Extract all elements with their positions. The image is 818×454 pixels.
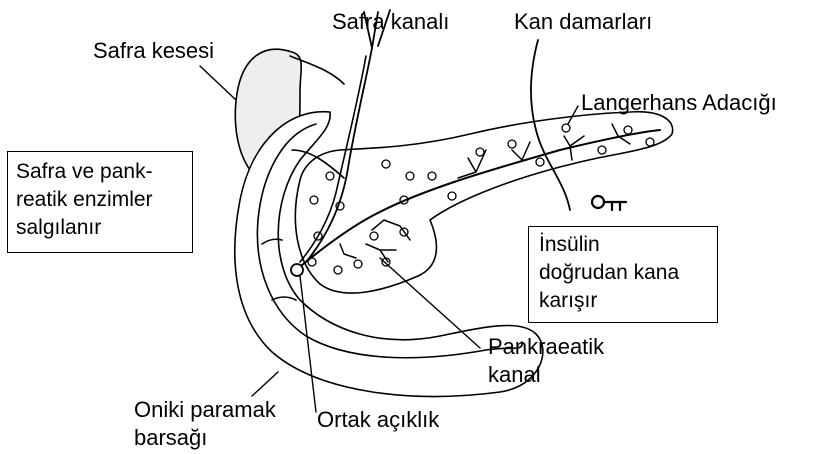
label-pankreatik-1: Pankraeatik	[488, 334, 604, 360]
insulin-box-line-3: karışır	[539, 287, 707, 315]
common-opening	[291, 264, 303, 276]
insulin-box: İnsülin doğrudan kana karışır	[528, 226, 718, 323]
label-pankreatik-2: kanal	[488, 362, 541, 388]
enzyme-secretion-box: Safra ve pank- reatik enzimler salgılanı…	[7, 151, 193, 253]
label-ortak-aciklik: Ortak açıklık	[317, 407, 439, 433]
enzyme-box-line-3: salgılanır	[16, 214, 184, 242]
enzyme-box-line-1: Safra ve pank-	[16, 158, 184, 186]
enzyme-box-line-2: reatik enzimler	[16, 186, 184, 214]
label-kan-damarlari: Kan damarları	[514, 9, 652, 35]
label-oniki-2: barsağı	[134, 425, 207, 451]
insulin-box-line-2: doğrudan kana	[539, 259, 707, 287]
insulin-box-line-1: İnsülin	[539, 231, 707, 259]
key-icon	[592, 196, 626, 210]
label-safra-kanali: Safra kanalı	[332, 9, 449, 35]
label-langerhans: Langerhans Adacığı	[581, 90, 777, 116]
label-oniki-1: Oniki paramak	[134, 397, 276, 423]
label-safra-kesesi: Safra kesesi	[93, 38, 214, 64]
